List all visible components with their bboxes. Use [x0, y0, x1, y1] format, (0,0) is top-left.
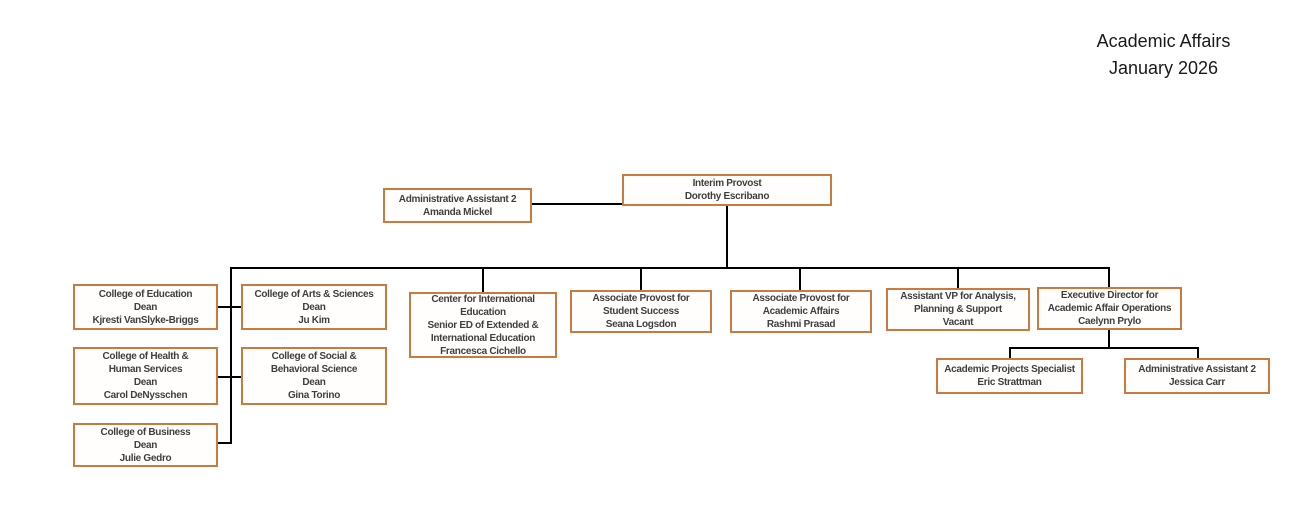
org-box-line: Dean [133, 439, 158, 451]
connector-line [218, 306, 241, 308]
org-box-line: Center for International [431, 293, 535, 305]
org-box-college-of-social-behavioral-science[interactable]: College of Social & Behavioral Science D… [241, 347, 387, 405]
org-box-line: Senior ED of Extended & [427, 319, 539, 331]
org-box-line: Carol DeNysschen [103, 390, 188, 401]
connector-line [1009, 347, 1199, 349]
org-box-line: Jessica Carr [1169, 377, 1225, 388]
connector-line [1009, 347, 1011, 358]
org-box-administrative-assistant-mickel[interactable]: Administrative Assistant 2 Amanda Mickel [383, 188, 532, 223]
org-box-line: Education [460, 306, 506, 318]
connector-line [230, 267, 1110, 269]
connector-line [726, 206, 728, 267]
org-box-college-of-business[interactable]: College of Business Dean Julie Gedro [73, 423, 218, 467]
org-box-line: Associate Provost for [752, 293, 850, 304]
connector-line [1108, 267, 1110, 287]
org-box-line: Associate Provost for [592, 293, 690, 304]
chart-title: Academic Affairs January 2026 [1020, 28, 1307, 82]
org-box-associate-provost-academic-affairs[interactable]: Associate Provost for Academic Affairs R… [730, 290, 872, 333]
chart-title-line2: January 2026 [1108, 58, 1219, 78]
connector-line [799, 267, 801, 290]
org-box-interim-provost[interactable]: Interim Provost Dorothy Escribano [622, 174, 832, 206]
org-box-line: Rashmi Prasad [766, 319, 836, 330]
org-box-line: Dean [133, 301, 158, 313]
org-box-line: College of Education [98, 288, 193, 300]
org-box-line: Vacant [942, 317, 974, 328]
org-box-line: College of Business [100, 426, 191, 438]
chart-title-line1: Academic Affairs [1096, 31, 1231, 51]
org-box-line: Planning & Support [914, 304, 1002, 315]
org-box-line: Dean [302, 301, 326, 313]
connector-line [532, 203, 622, 205]
org-box-line: Academic Affair Operations [1047, 303, 1172, 314]
org-box-line: Seana Logsdon [605, 319, 677, 330]
org-box-line: Caelynn Prylo [1078, 316, 1141, 327]
org-box-college-of-health-human-services[interactable]: College of Health & Human Services Dean … [73, 347, 218, 405]
org-box-line: College of Arts & Sciences [254, 288, 374, 300]
org-box-line: Assistant VP for Analysis, [900, 291, 1016, 302]
org-box-line: Dean [302, 377, 326, 388]
org-box-administrative-assistant-carr[interactable]: Administrative Assistant 2 Jessica Carr [1124, 358, 1270, 394]
org-box-line: Interim Provost [692, 178, 762, 189]
org-box-college-of-education[interactable]: College of Education Dean Kjresti VanSly… [73, 284, 218, 330]
org-box-line: Dean [133, 377, 158, 388]
org-box-line: Amanda Mickel [423, 206, 492, 218]
org-box-line: Academic Projects Specialist [944, 364, 1075, 375]
org-box-line: Administrative Assistant 2 [1138, 364, 1256, 375]
org-box-line: Behavioral Science [270, 364, 358, 375]
connector-line [218, 442, 232, 444]
org-box-line: Academic Affairs [762, 306, 840, 317]
org-box-line: Administrative Assistant 2 [398, 193, 517, 205]
org-box-line: College of Social & [271, 351, 357, 362]
connector-line [640, 267, 642, 290]
org-box-line: Ju Kim [298, 314, 330, 326]
org-box-center-for-international-education[interactable]: Center for International Education Senio… [409, 292, 557, 358]
org-box-line: Dorothy Escribano [684, 191, 770, 202]
org-box-line: Eric Strattman [977, 377, 1042, 388]
org-box-line: Kjresti VanSlyke-Briggs [92, 314, 199, 326]
org-box-executive-director-academic-affair-operations[interactable]: Executive Director for Academic Affair O… [1037, 287, 1182, 330]
connector-line [230, 267, 232, 444]
org-box-line: Julie Gedro [119, 452, 172, 464]
connector-line [1197, 347, 1199, 358]
org-box-line: College of Health & [102, 351, 189, 362]
org-box-college-of-arts-sciences[interactable]: College of Arts & Sciences Dean Ju Kim [241, 284, 387, 330]
org-box-line: Gina Torino [287, 390, 341, 401]
org-box-line: International Education [430, 332, 536, 344]
org-box-line: Executive Director for [1060, 290, 1159, 301]
connector-line [218, 376, 241, 378]
org-box-line: Student Success [602, 306, 680, 317]
connector-line [1108, 330, 1110, 348]
org-box-academic-projects-specialist[interactable]: Academic Projects Specialist Eric Stratt… [936, 358, 1083, 394]
connector-line [957, 267, 959, 288]
org-box-assistant-vp-analysis-planning-support[interactable]: Assistant VP for Analysis, Planning & Su… [886, 288, 1030, 331]
org-box-line: Human Services [108, 364, 183, 375]
org-box-associate-provost-student-success[interactable]: Associate Provost for Student Success Se… [570, 290, 712, 333]
org-box-line: Francesca Cichello [440, 345, 526, 357]
connector-line [482, 267, 484, 292]
